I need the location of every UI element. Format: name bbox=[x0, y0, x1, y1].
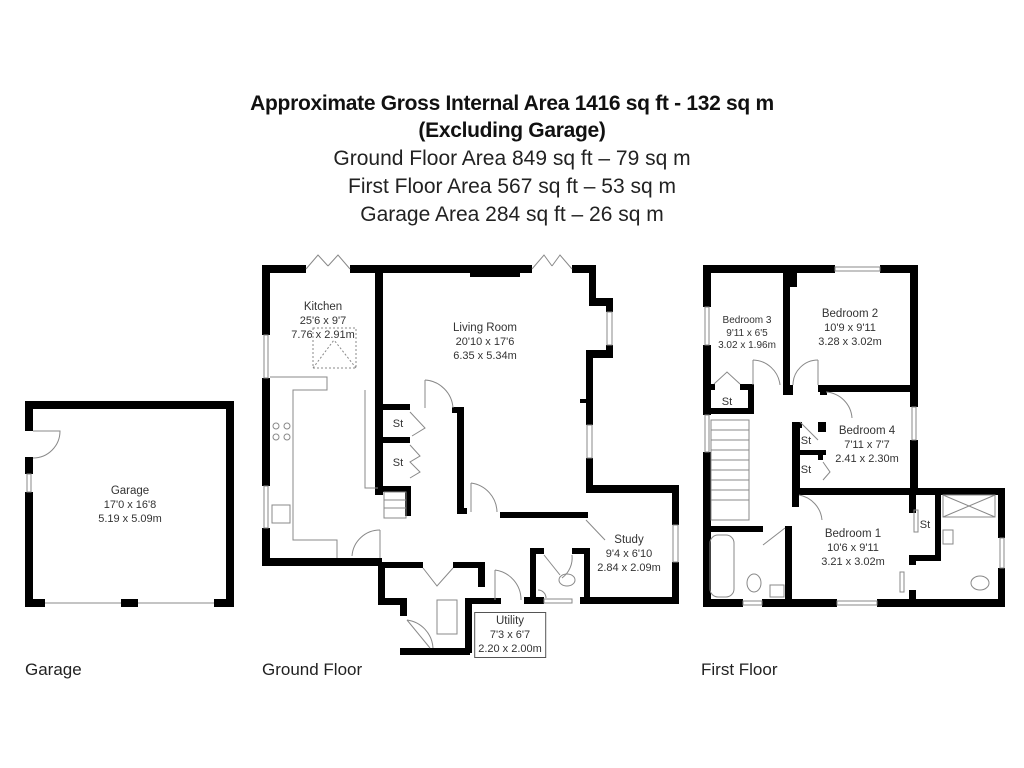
room-garage: Garage 17'0 x 16'8 5.19 x 5.09m bbox=[98, 484, 162, 526]
first-floor-walls bbox=[703, 265, 1005, 607]
room-imperial: 7'3 x 6'7 bbox=[489, 629, 531, 641]
room-metric: 3.21 x 3.02m bbox=[821, 556, 885, 568]
room-name: Garage bbox=[110, 485, 150, 497]
room-imperial: 9'4 x 6'10 bbox=[605, 548, 653, 560]
room-bedroom-4: Bedroom 4 7'11 x 7'7 2.41 x 2.30m bbox=[835, 424, 899, 466]
room-imperial: 10'6 x 9'11 bbox=[827, 542, 879, 554]
gross-area-title: Approximate Gross Internal Area 1416 sq … bbox=[250, 92, 774, 115]
room-name: Utility bbox=[495, 615, 525, 627]
first-floor-area: First Floor Area 567 sq ft – 53 sq m bbox=[348, 175, 676, 198]
room-metric: 5.19 x 5.09m bbox=[98, 513, 162, 525]
floor-label-ground: Ground Floor bbox=[262, 660, 363, 679]
garage-walls bbox=[25, 401, 234, 607]
store-label: St bbox=[919, 519, 931, 531]
floor-label-first: First Floor bbox=[701, 660, 778, 679]
room-name: Study bbox=[614, 534, 644, 546]
room-metric: 3.02 x 1.96m bbox=[718, 340, 776, 351]
store-label: St bbox=[800, 435, 812, 447]
room-name: Bedroom 1 bbox=[824, 528, 882, 540]
room-metric: 2.41 x 2.30m bbox=[835, 453, 899, 465]
room-name: Kitchen bbox=[303, 301, 343, 313]
room-metric: 3.28 x 3.02m bbox=[818, 336, 882, 348]
store-label: St bbox=[392, 457, 404, 469]
store-label: St bbox=[721, 396, 733, 408]
store-label: St bbox=[800, 464, 812, 476]
room-imperial: 10'9 x 9'11 bbox=[824, 322, 876, 334]
room-name: Bedroom 3 bbox=[722, 315, 772, 326]
garage-area: Garage Area 284 sq ft – 26 sq m bbox=[360, 203, 664, 226]
room-metric: 2.20 x 2.00m bbox=[478, 643, 542, 655]
room-name: Bedroom 4 bbox=[838, 425, 896, 437]
ground-floor-area: Ground Floor Area 849 sq ft – 79 sq m bbox=[333, 147, 691, 170]
ground-floor-walls bbox=[262, 265, 679, 655]
room-imperial: 7'11 x 7'7 bbox=[844, 439, 890, 451]
floor-label-garage: Garage bbox=[25, 660, 82, 679]
room-imperial: 20'10 x 17'6 bbox=[455, 336, 515, 348]
room-imperial: 25'6 x 9'7 bbox=[299, 315, 347, 327]
room-bedroom-1: Bedroom 1 10'6 x 9'11 3.21 x 3.02m bbox=[821, 527, 885, 569]
room-imperial: 9'11 x 6'5 bbox=[726, 328, 768, 339]
room-metric: 2.84 x 2.09m bbox=[597, 562, 661, 574]
room-imperial: 17'0 x 16'8 bbox=[103, 499, 157, 511]
room-utility: Utility 7'3 x 6'7 2.20 x 2.00m bbox=[474, 612, 546, 658]
room-bedroom-3: Bedroom 3 9'11 x 6'5 3.02 x 1.96m bbox=[718, 314, 776, 352]
fixtures bbox=[26, 254, 1005, 649]
room-kitchen: Kitchen 25'6 x 9'7 7.76 x 2.91m bbox=[291, 300, 355, 342]
store-label: St bbox=[392, 418, 404, 430]
room-name: Bedroom 2 bbox=[821, 308, 879, 320]
room-metric: 7.76 x 2.91m bbox=[291, 329, 355, 341]
room-name: Living Room bbox=[453, 322, 517, 334]
excluding-garage-note: (Excluding Garage) bbox=[418, 119, 606, 142]
room-bedroom-2: Bedroom 2 10'9 x 9'11 3.28 x 3.02m bbox=[818, 307, 882, 349]
room-living-room: Living Room 20'10 x 17'6 6.35 x 5.34m bbox=[453, 321, 517, 363]
room-study: Study 9'4 x 6'10 2.84 x 2.09m bbox=[597, 533, 661, 575]
room-metric: 6.35 x 5.34m bbox=[453, 350, 517, 362]
